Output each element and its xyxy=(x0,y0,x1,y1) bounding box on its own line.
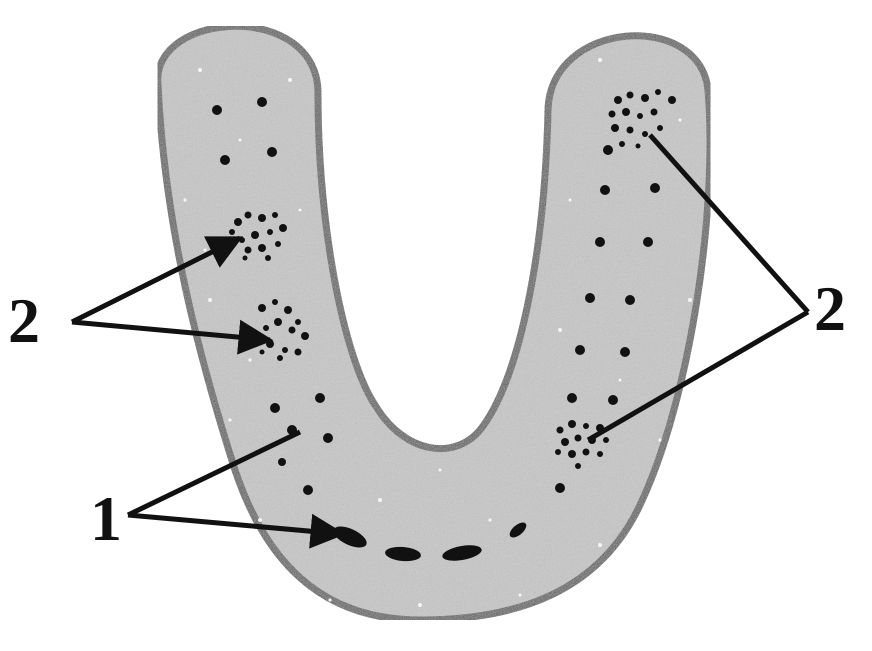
label-2-left: 2 xyxy=(8,285,40,356)
label-2-right: 2 xyxy=(814,273,846,344)
label-1-left: 1 xyxy=(90,483,122,554)
